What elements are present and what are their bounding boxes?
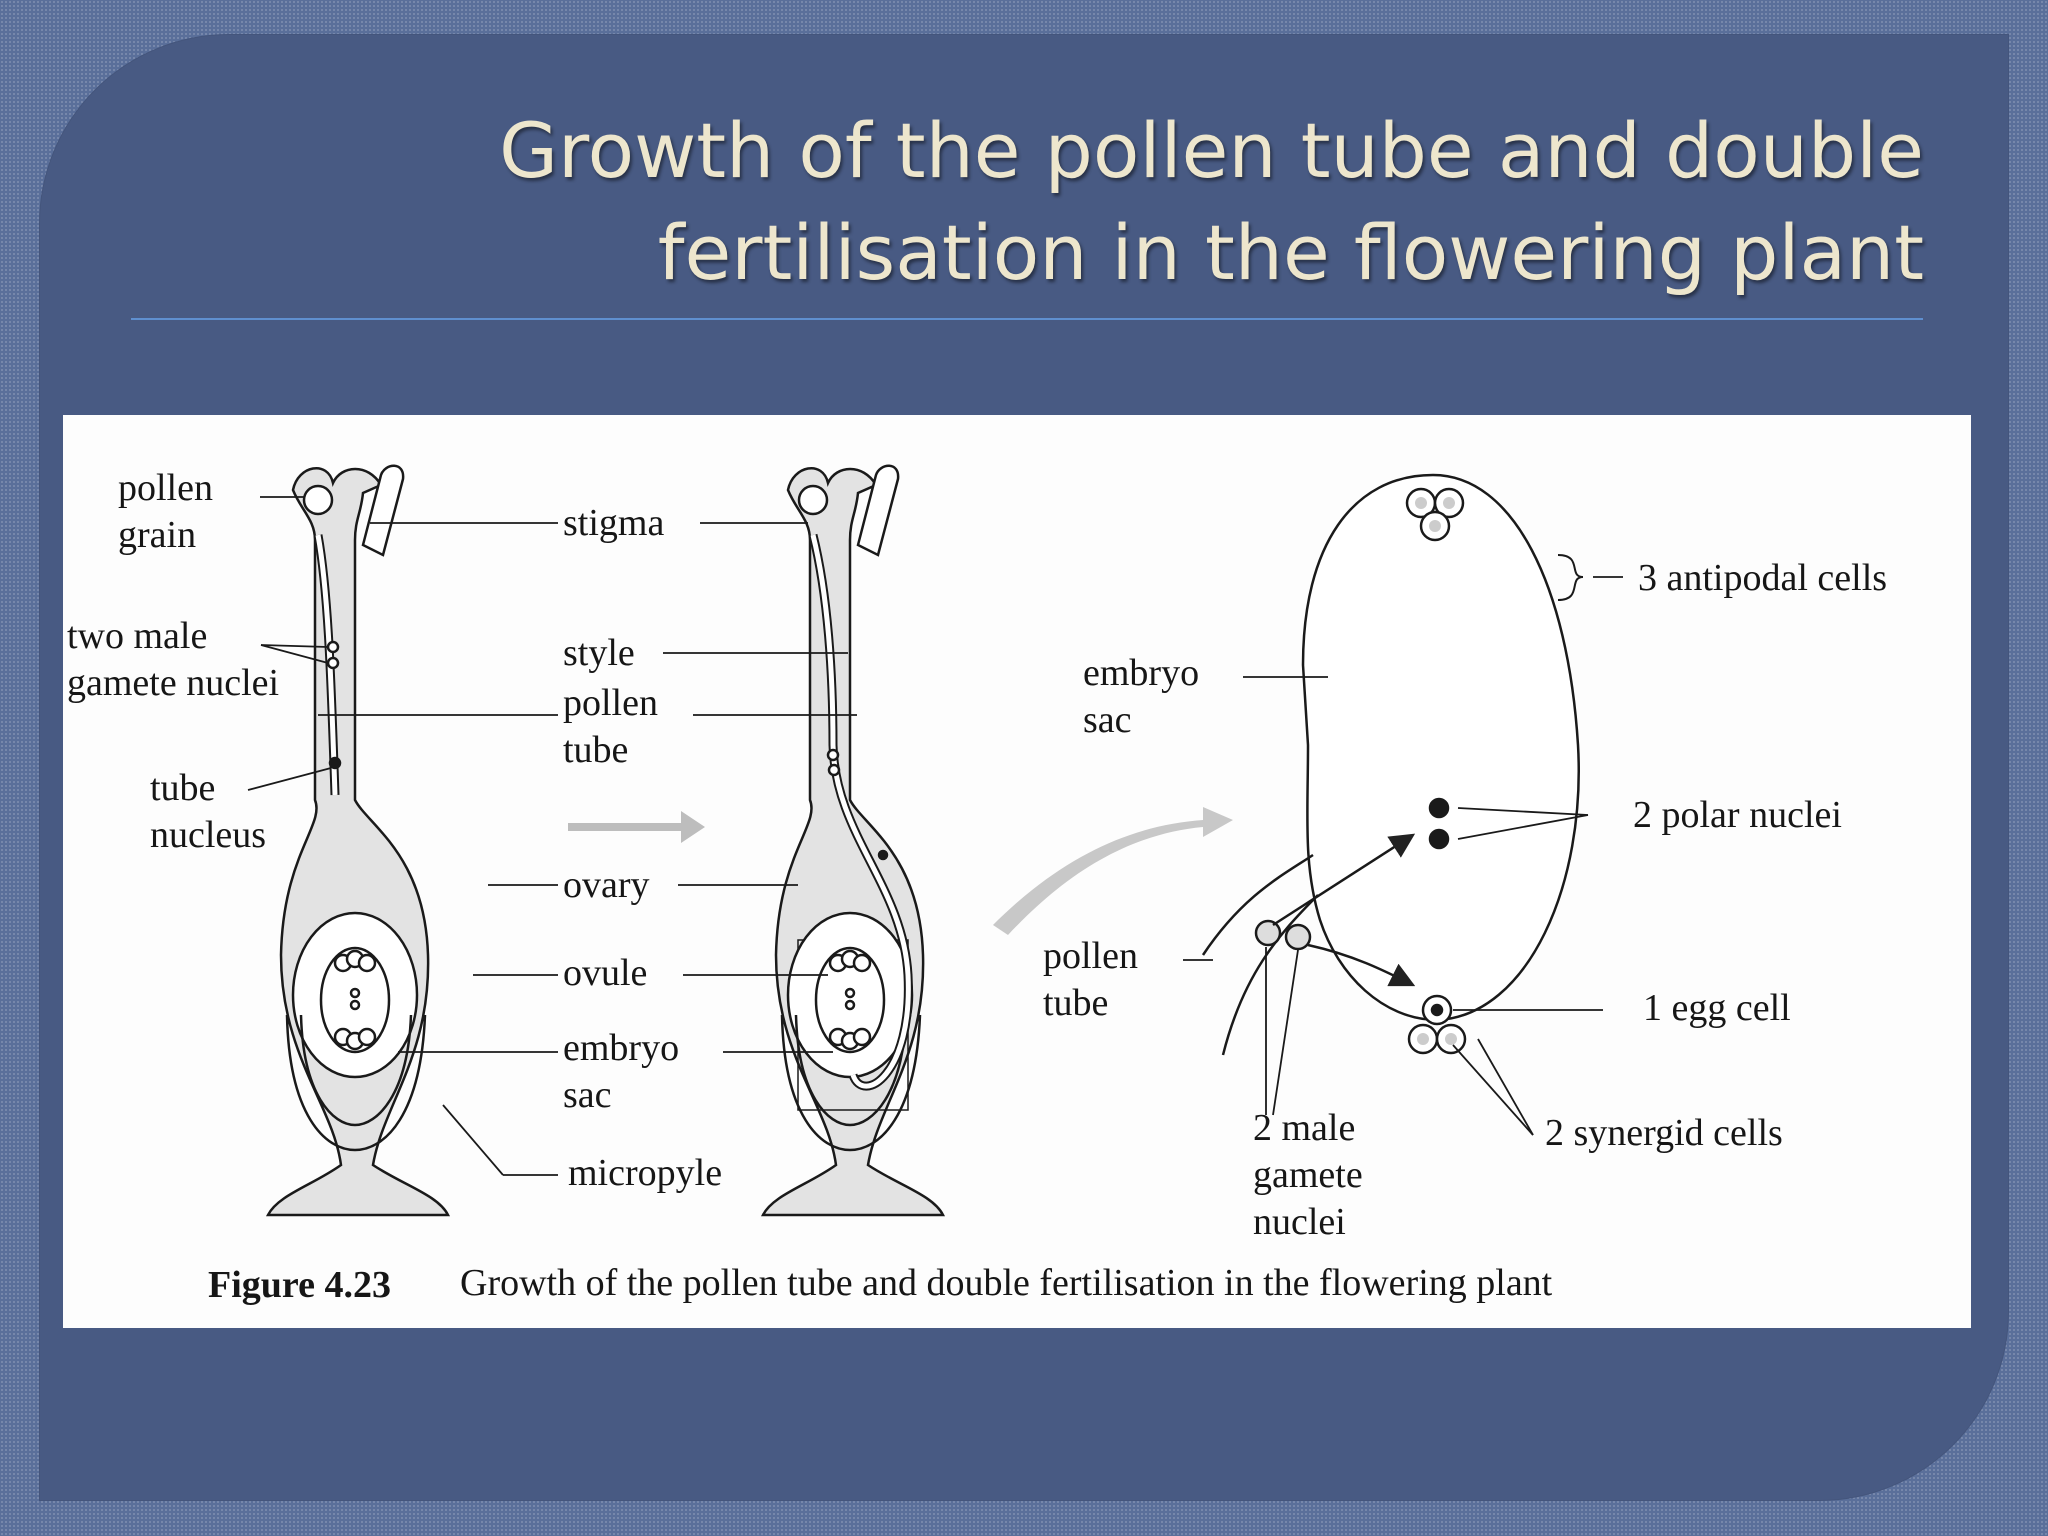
label-ovule: ovule [563, 952, 647, 994]
label-two-male-1: two male [67, 615, 207, 657]
pistil-middle [760, 464, 946, 1217]
label-style: style [563, 632, 635, 674]
label-embryo-sac-center-2: sac [563, 1074, 612, 1116]
label-male-gamete-nuclei-2: gamete [1253, 1154, 1363, 1196]
pistil-left [265, 464, 451, 1217]
label-pollen-tube-center-2: tube [563, 729, 628, 771]
slide-title-line-2: fertilisation in the flowering plant [657, 208, 1924, 297]
pistil-left-body [265, 466, 451, 1217]
integument-left-outer [285, 1014, 427, 1152]
label-egg-cell: 1 egg cell [1643, 987, 1791, 1029]
label-tube-nucleus-1: tube [150, 767, 215, 809]
label-ovary: ovary [563, 864, 650, 906]
leader-lines [247, 496, 1623, 1176]
slide-title: Growth of the pollen tube and double fer… [324, 100, 1924, 304]
left-stigma-lobe [361, 464, 405, 557]
label-embryo-sac-right-1: embryo [1083, 652, 1199, 694]
pollen-grain-middle [797, 484, 829, 516]
middle-stigma-lobe [856, 464, 900, 557]
label-pollen-grain-1: pollen [118, 467, 213, 509]
slide-title-line-1: Growth of the pollen tube and double [499, 106, 1924, 195]
label-synergid-cells: 2 synergid cells [1545, 1112, 1783, 1154]
label-stigma: stigma [563, 502, 664, 544]
label-pollen-tube-right-1: pollen [1043, 935, 1138, 977]
label-micropyle: micropyle [568, 1152, 722, 1194]
pollen-tube-diagram: pollen grain two male gamete nuclei tube… [67, 464, 1887, 1306]
label-antipodal-cells: 3 antipodal cells [1638, 557, 1887, 599]
label-two-male-2: gamete nuclei [67, 662, 279, 704]
label-pollen-tube-right-2: tube [1043, 982, 1108, 1024]
label-embryo-sac-right-2: sac [1083, 699, 1132, 741]
label-pollen-tube-center-1: pollen [563, 682, 658, 724]
process-arrow-1 [568, 811, 705, 843]
title-divider [131, 318, 1923, 320]
label-male-gamete-nuclei-3: nuclei [1253, 1201, 1346, 1243]
label-embryo-sac-center-1: embryo [563, 1027, 679, 1069]
embryo-sac-outline [1301, 473, 1580, 1022]
pistil-middle-body [760, 466, 946, 1217]
label-polar-nuclei: 2 polar nuclei [1633, 794, 1842, 836]
pollen-grain-left [302, 484, 334, 516]
figure-caption-text: Growth of the pollen tube and double fer… [460, 1262, 1553, 1304]
figure-caption-number: Figure 4.23 [208, 1264, 391, 1306]
process-arrow-2 [993, 807, 1233, 935]
label-tube-nucleus-2: nucleus [150, 814, 266, 856]
integument-left [299, 1014, 413, 1127]
embryo-sac-detail [1201, 473, 1584, 1056]
figure-panel: pollen grain two male gamete nuclei tube… [63, 415, 1971, 1328]
label-pollen-grain-2: grain [118, 514, 196, 556]
label-male-gamete-nuclei-1: 2 male [1253, 1107, 1355, 1149]
